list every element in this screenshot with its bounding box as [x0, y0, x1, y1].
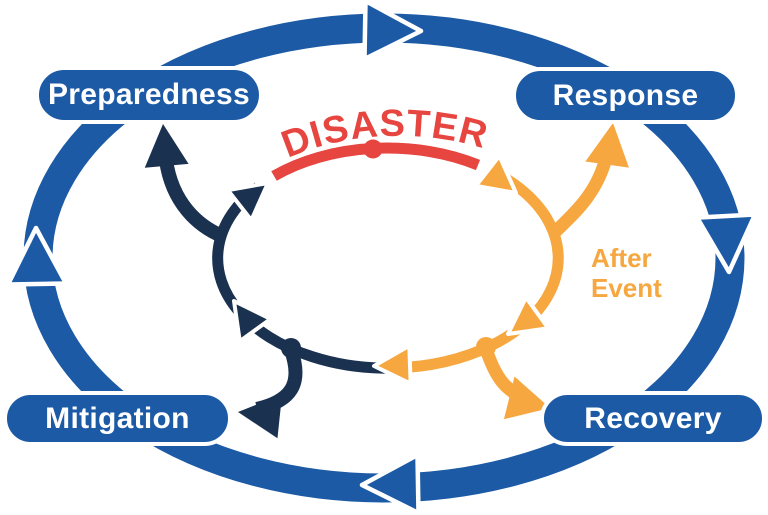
- phase-pill-response: Response: [512, 67, 739, 124]
- phase-label-response: Response: [552, 78, 699, 112]
- recovery-arrowhead-icon: [503, 376, 550, 420]
- flow-arrow-bottom-icon: [372, 343, 413, 386]
- mitigation-node-dot-icon: [281, 338, 301, 358]
- flow-arrow-upper-right-icon: [473, 153, 518, 195]
- after-event-line1: After: [591, 243, 652, 273]
- branch-to-preparedness: [159, 158, 225, 243]
- flow-arrow-lower-right-icon: [506, 295, 551, 336]
- recovery-node-dot-icon: [476, 337, 496, 357]
- phase-label-mitigation: Mitigation: [45, 401, 190, 435]
- phase-pill-preparedness: Preparedness: [35, 66, 263, 124]
- response-arrowhead-icon: [585, 123, 629, 168]
- phase-label-recovery: Recovery: [584, 401, 722, 435]
- flow-arrow-lower-left-icon: [232, 299, 273, 344]
- outer-arrow-top-icon: [362, 0, 424, 62]
- mitigation-arrowhead-icon: [238, 394, 283, 439]
- inner-arc-after-event: [393, 164, 564, 374]
- after-event-caption: After Event: [591, 243, 662, 303]
- flow-arrow-upper-left-icon: [225, 181, 270, 223]
- phase-pill-recovery: Recovery: [540, 391, 766, 446]
- phase-pill-mitigation: Mitigation: [3, 391, 232, 446]
- disaster-dot-icon: [363, 139, 383, 159]
- after-event-line2: Event: [591, 273, 662, 303]
- preparedness-arrowhead-icon: [144, 124, 189, 168]
- outer-arrow-left-icon: [5, 225, 69, 287]
- phase-label-preparedness: Preparedness: [47, 78, 251, 111]
- outer-arrow-right-icon: [694, 212, 758, 275]
- outer-arrow-bottom-icon: [359, 452, 421, 515]
- branch-to-response: [547, 156, 613, 240]
